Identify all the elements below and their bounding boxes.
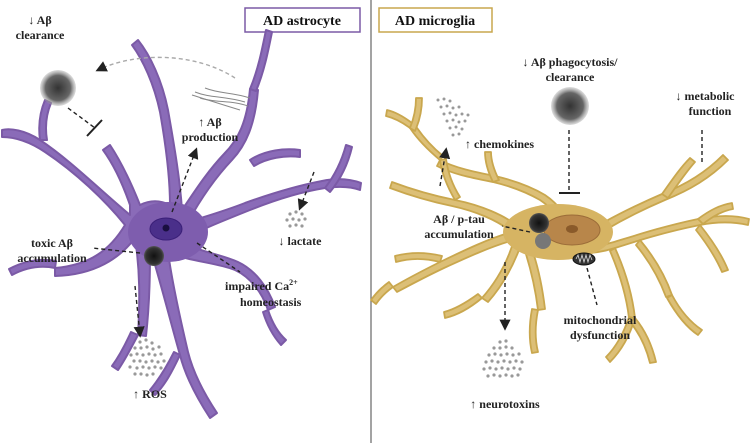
astrocyte-title-box <box>244 7 361 33</box>
mito-label-line1: mitochondrial <box>564 313 637 327</box>
calcium-arrow <box>196 242 241 273</box>
production-label-line2: production <box>182 130 239 144</box>
phagocytosis-label-line1: ↓ Aβ phagocytosis/ <box>522 55 618 69</box>
microglia-title-box <box>378 7 493 33</box>
astrocyte-nucleolus <box>162 224 170 232</box>
chemokines-label: ↑ chemokines <box>465 137 534 151</box>
fibril-to-aggregate-arrow <box>95 56 236 79</box>
mito-label-line2: dysfunction <box>570 328 630 342</box>
toxic-label-line1: toxic Aβ <box>31 236 73 250</box>
mitochondrion-cristae-icon <box>575 253 593 264</box>
microglia-nucleolus <box>566 225 578 233</box>
microglia-panel: AD microglia <box>370 7 750 411</box>
phagocytosis-aggregate-icon <box>551 87 589 125</box>
neurotoxins-label: ↑ neurotoxins <box>470 397 540 411</box>
microglia-title: AD microglia <box>395 14 475 29</box>
chemokines-arrow <box>439 147 451 187</box>
toxic-label-line2: accumulation <box>17 251 87 265</box>
chemokine-dots-icon <box>436 97 470 137</box>
clearance-inhibition-line <box>67 107 96 129</box>
neurotoxin-dots-icon <box>482 339 524 378</box>
amyloid-aggregate-icon <box>40 70 76 106</box>
calcium-label-line2: homeostasis <box>240 295 302 309</box>
ptau-label-line2: accumulation <box>424 227 494 241</box>
abeta-aggregate-icon <box>529 213 549 233</box>
ptau-aggregate-icon <box>535 233 551 249</box>
ros-arrow <box>133 285 145 338</box>
clearance-label-line2: clearance <box>16 28 65 42</box>
clearance-inhibition-bar <box>86 119 103 137</box>
calcium-label-line1: impaired Ca2+ <box>225 278 298 293</box>
metabolic-label-line1: ↓ metabolic <box>676 89 736 103</box>
ros-dots-icon <box>128 338 166 377</box>
calcium-superscript: 2+ <box>289 278 298 287</box>
ptau-label-line1: Aβ / p-tau <box>433 212 485 226</box>
production-label-line1: ↑ Aβ <box>198 115 221 129</box>
lactate-label: ↓ lactate <box>279 234 323 248</box>
lactate-dots-icon <box>285 210 307 228</box>
amyloid-fibrils-icon <box>191 87 251 111</box>
clearance-label-line1: ↓ Aβ <box>28 13 51 27</box>
astrocyte-title: AD astrocyte <box>263 14 341 29</box>
accumulation-arrow <box>501 225 531 233</box>
mito-arrow <box>586 267 598 306</box>
ros-label: ↑ ROS <box>133 387 167 401</box>
toxic-aggregate-icon <box>144 246 164 266</box>
toxic-arrow <box>91 247 141 254</box>
metabolic-label-line2: function <box>689 104 732 118</box>
astrocyte-panel: AD astrocyte <box>1 7 362 419</box>
phagocytosis-label-line2: clearance <box>546 70 595 84</box>
